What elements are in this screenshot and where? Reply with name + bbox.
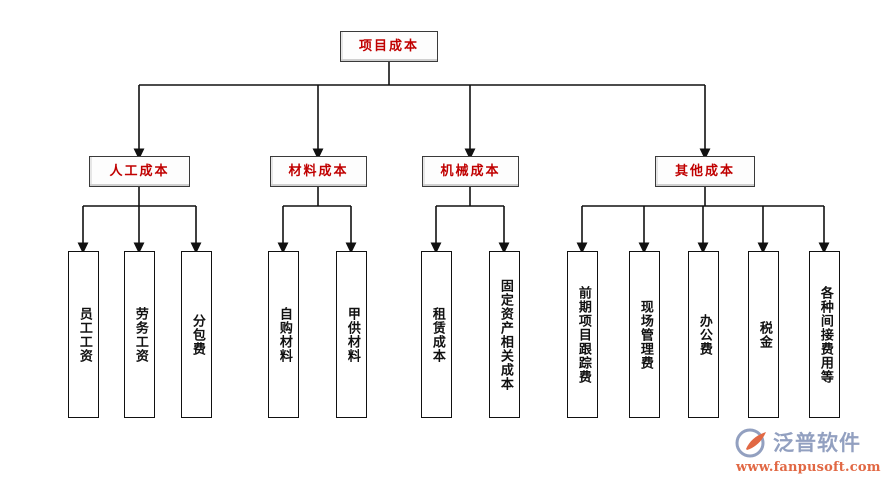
node-taxes-label: 税金 [756, 320, 772, 349]
node-fixed-asset-cost-label: 固定资产相关成本 [497, 278, 513, 391]
node-site-management-fee-label: 现场管理费 [637, 299, 653, 370]
node-early-project-tracking-fee[interactable]: 前期项目跟踪费 [567, 251, 598, 418]
node-leasing-cost-label: 租赁成本 [429, 306, 445, 363]
node-site-management-fee[interactable]: 现场管理费 [629, 251, 660, 418]
node-employee-wages[interactable]: 员工工资 [68, 251, 99, 418]
node-material-cost[interactable]: 材料成本 [270, 156, 367, 187]
node-labor-cost-label: 人工成本 [109, 164, 170, 179]
node-material-cost-label: 材料成本 [288, 164, 349, 179]
fanpu-logo-icon [735, 428, 766, 458]
node-subcontract-fee[interactable]: 分包费 [181, 251, 212, 418]
node-root-label: 项目成本 [358, 39, 419, 54]
node-employee-wages-label: 员工工资 [76, 306, 92, 363]
node-subcontract-fee-label: 分包费 [189, 313, 205, 356]
node-office-expense-label: 办公费 [696, 313, 712, 356]
node-machinery-cost-label: 机械成本 [440, 164, 501, 179]
node-leasing-cost[interactable]: 租赁成本 [421, 251, 452, 418]
node-other-cost-label: 其他成本 [674, 164, 735, 179]
node-early-project-tracking-fee-label: 前期项目跟踪费 [575, 285, 591, 384]
node-owner-supplied-material[interactable]: 甲供材料 [336, 251, 367, 418]
node-labor-service-wages-label: 劳务工资 [132, 306, 148, 363]
watermark: 泛普软件 www.fanpusoft.com [735, 422, 885, 480]
node-self-purchased-material-label: 自购材料 [276, 306, 292, 363]
watermark-url: www.fanpusoft.com [736, 460, 881, 475]
node-self-purchased-material[interactable]: 自购材料 [268, 251, 299, 418]
node-taxes[interactable]: 税金 [748, 251, 779, 418]
node-fixed-asset-cost[interactable]: 固定资产相关成本 [489, 251, 520, 418]
node-root[interactable]: 项目成本 [340, 31, 438, 62]
node-other-cost[interactable]: 其他成本 [655, 156, 755, 187]
node-indirect-expenses[interactable]: 各种间接费用等 [809, 251, 840, 418]
node-labor-cost[interactable]: 人工成本 [89, 156, 190, 187]
node-office-expense[interactable]: 办公费 [688, 251, 719, 418]
node-indirect-expenses-label: 各种间接费用等 [817, 285, 833, 384]
node-machinery-cost[interactable]: 机械成本 [422, 156, 519, 187]
watermark-name: 泛普软件 [773, 430, 861, 455]
node-owner-supplied-material-label: 甲供材料 [344, 306, 360, 363]
node-labor-service-wages[interactable]: 劳务工资 [124, 251, 155, 418]
